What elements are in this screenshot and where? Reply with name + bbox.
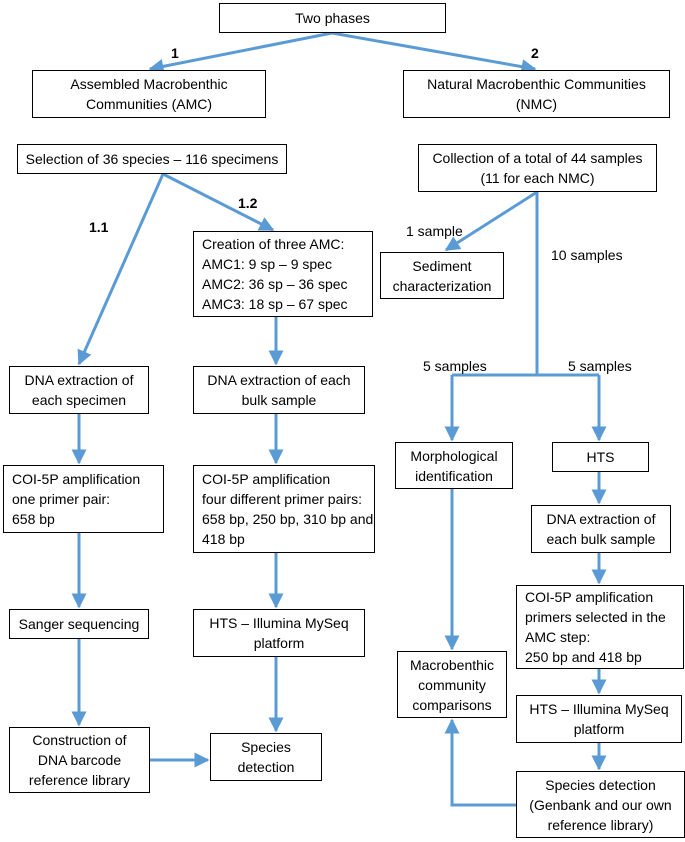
box-collection-samples: Collection of a total of 44 samples (11 f… (418, 144, 657, 192)
label-five-samples-right: 5 samples (568, 358, 632, 374)
label-step-1-1: 1.1 (89, 219, 109, 235)
box-sanger-sequencing: Sanger sequencing (9, 609, 149, 639)
box-text-line: Macrobenthic (409, 656, 495, 673)
box-text-line: Sanger sequencing (18, 616, 140, 632)
arrow-1-1 (77, 173, 165, 366)
box-two-phases: Two phases (219, 3, 446, 33)
box-library-construction: Construction of DNA barcode reference libr… (9, 727, 150, 793)
label-step-1-2: 1.2 (238, 195, 258, 211)
box-text-line: AMC3: 18 sp – 67 spec (202, 296, 348, 312)
box-hts-nmc: HTS (552, 442, 649, 472)
box-text-line: Assembled Macrobenthic (70, 76, 228, 92)
box-text-line: one primer pair: (12, 491, 111, 507)
box-selection: Selection of 36 species – 116 specimens (17, 144, 287, 174)
box-species-detection-nmc: Species detection (Genbank and our own ref… (516, 771, 685, 838)
label-ten-samples: 10 samples (551, 247, 623, 263)
box-text-line: comparisons (412, 696, 492, 713)
box-species-detection-amc: Species detection (210, 733, 322, 781)
box-text-line: detection (237, 759, 295, 775)
box-creation-amc: Creation of three AMC: AMC1: 9 sp – 9 spe… (193, 231, 373, 317)
box-text-line: DNA extraction of (546, 511, 656, 527)
box-text-line: AMC1: 9 sp – 9 spec (202, 256, 332, 272)
box-text-line: DNA barcode (37, 752, 122, 768)
box-text-line: platform (573, 721, 625, 737)
box-text-line: DNA extraction of (24, 372, 134, 388)
box-text-line: Sediment (412, 257, 472, 274)
box-text-line: DNA extraction of each (207, 372, 351, 388)
box-coi-nmc: COI-5P amplification primers selected in … (516, 585, 684, 669)
box-dna-extraction-specimen: DNA extraction of each specimen (9, 366, 149, 414)
box-text-line: (11 for each NMC) (480, 170, 595, 186)
box-dna-extraction-bulk-amc: DNA extraction of each bulk sample (193, 366, 365, 414)
box-text-line: COI-5P amplification (525, 589, 654, 605)
box-coi-one-primer: COI-5P amplification one primer pair: 658 … (3, 465, 164, 533)
box-text-line: Morphological (410, 447, 498, 464)
box-text-line: Two phases (295, 10, 370, 26)
box-text-line: Selection of 36 species – 116 specimens (25, 151, 279, 167)
box-text-line: Construction of (32, 732, 127, 748)
phase-1-arrow (148, 31, 333, 74)
box-hts-nmc-illumina: HTS – Illumina MySeq platform (516, 695, 682, 743)
phase-2-arrow (331, 31, 537, 75)
box-text-line: reference library) (547, 816, 654, 833)
label-one-sample: 1 sample (406, 223, 463, 239)
label-five-samples-left: 5 samples (423, 358, 487, 374)
box-text-line: COI-5P amplification (202, 471, 331, 487)
box-text-line: reference library (28, 772, 131, 788)
arrow-to-sediment (444, 190, 538, 252)
box-text-line: 250 bp and 418 bp (525, 649, 642, 665)
box-text-line: (NMC) (515, 96, 558, 112)
box-text-line: HTS – Illumina MySeq (209, 615, 349, 631)
box-text-line: Species detection (545, 776, 656, 793)
box-text-line: platform (253, 635, 305, 651)
arrow-1-2 (162, 172, 275, 232)
box-text-line: Creation of three AMC: (202, 236, 345, 252)
label-phase-1: 1 (171, 45, 179, 61)
box-text-line: Species (241, 739, 291, 755)
box-text-line: community (418, 676, 486, 693)
box-text-line: AMC2: 36 sp – 36 spec (202, 276, 348, 292)
box-coi-four-primers: COI-5P amplification four different prime… (193, 465, 375, 553)
box-morphological-identification: Morphological identification (395, 442, 513, 489)
box-text-line: HTS (586, 449, 615, 465)
box-text-line: Collection of a total of 44 samples (432, 150, 643, 166)
box-text-line: four different primer pairs: (202, 491, 363, 507)
box-text-line: identification (415, 467, 493, 484)
box-text-line: each bulk sample (546, 531, 656, 547)
box-text-line: characterization (392, 277, 492, 294)
box-text-line: primers selected in the (525, 609, 666, 625)
box-text-line: Natural Macrobenthic Communities (427, 76, 646, 92)
box-text-line: COI-5P amplification (12, 471, 141, 487)
box-text-line: AMC step: (525, 629, 591, 645)
box-text-line: 658 bp, 250 bp, 310 bp and (202, 511, 374, 527)
box-sediment-characterization: Sediment characterization (380, 252, 504, 299)
box-text-line: 418 bp (202, 531, 245, 547)
label-phase-2: 2 (531, 45, 539, 61)
box-hts-amc: HTS – Illumina MySeq platform (193, 609, 365, 657)
arrow-species-comparisons (444, 718, 516, 807)
box-community-comparisons: Macrobenthic community comparisons (397, 651, 507, 718)
box-text-line: each specimen (31, 392, 127, 408)
box-text-line: (Genbank and our own (529, 796, 672, 813)
box-nmc: Natural Macrobenthic Communities (NMC) (403, 70, 670, 118)
box-text-line: bulk sample (241, 392, 317, 408)
box-dna-extraction-bulk-nmc: DNA extraction of each bulk sample (531, 505, 671, 553)
box-text-line: HTS – Illumina MySeq (529, 701, 669, 717)
box-text-line: Communities (AMC) (85, 96, 212, 112)
box-text-line: 658 bp (12, 511, 55, 527)
